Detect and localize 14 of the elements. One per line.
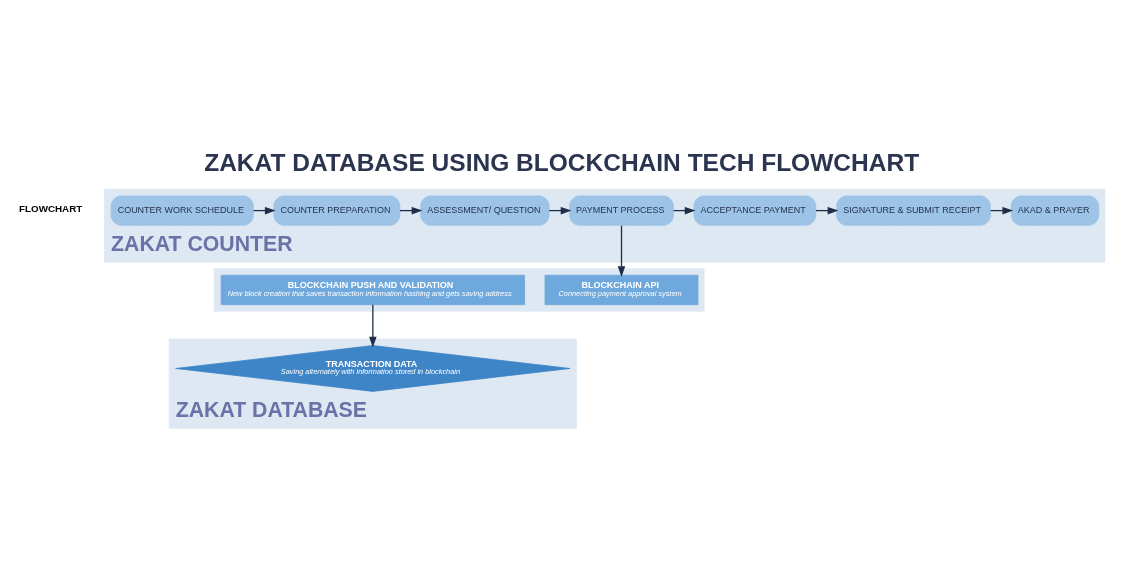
node-box: ASSESSMENT/ QUESTION [420,195,550,226]
node-box: SIGNATURE & SUBMIT RECEIPT [836,195,991,226]
node-box: AKAD & PRAYER [1010,195,1100,226]
arrow [617,224,626,277]
node-box: COUNTER PREPARATION [273,195,401,226]
node-box: BLOCKCHAIN PUSH AND VALIDATION New block creation that saves transaction information hashing and gets saving address [220,274,525,305]
label: FLOWCHART [19,202,83,214]
node-box: ACCEPTANCE PAYMENT [693,195,817,226]
node-box: PAYMENT PROCESS [569,195,674,226]
node-box: COUNTER WORK SCHEDULE [110,195,254,226]
node-diamond: TRANSACTION DATA Saving alternately with information stored in blockchain [175,344,571,392]
arrow [369,303,377,347]
node-box: BLOCKCHAIN API Connecting payment approval system [544,274,699,305]
diagram-title: ZAKAT DATABASE USING BLOCKCHAIN TECH FLOWCHART [204,148,920,176]
